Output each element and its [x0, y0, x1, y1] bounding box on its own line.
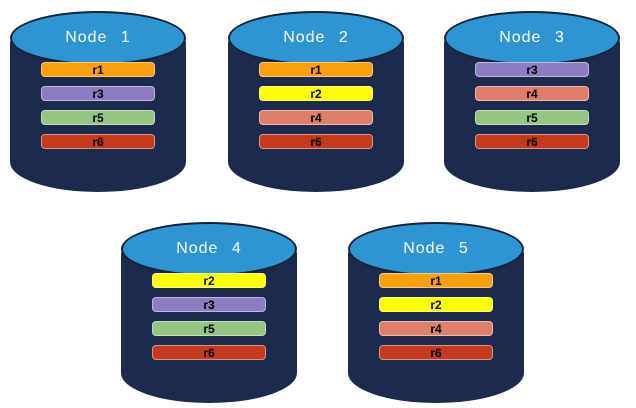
partition-bar-r6: r6	[152, 345, 266, 360]
node-title: Node 4	[176, 240, 242, 257]
node-title: Node 2	[283, 29, 349, 46]
node-top-cap: Node 3	[444, 11, 620, 65]
partition-bar-r1: r1	[41, 62, 155, 77]
partition-bar-r5: r5	[152, 321, 266, 336]
node-title: Node 3	[499, 29, 565, 46]
partition-bar-r4: r4	[259, 110, 373, 125]
partition-bar-r1: r1	[259, 62, 373, 77]
partition-bar-r2: r2	[152, 273, 266, 288]
partition-bar-r3: r3	[41, 86, 155, 101]
partition-bar-r5: r5	[41, 110, 155, 125]
node-top-cap: Node 1	[10, 11, 186, 65]
partition-bar-r6: r6	[475, 134, 589, 149]
partition-bar-r6: r6	[41, 134, 155, 149]
partition-bar-list: r1 r2 r4 r6	[259, 62, 373, 149]
partition-bar-r6: r6	[259, 134, 373, 149]
partition-bar-list: r1 r3 r5 r6	[41, 62, 155, 149]
partition-bar-r6: r6	[379, 345, 493, 360]
node-cylinder-2: Node 2 r1 r2 r4 r6	[228, 6, 404, 192]
partition-bar-r3: r3	[152, 297, 266, 312]
partition-bar-r4: r4	[475, 86, 589, 101]
partition-bar-list: r2 r3 r5 r6	[152, 273, 266, 360]
node-title: Node 1	[65, 29, 131, 46]
partition-bar-list: r1 r2 r4 r6	[379, 273, 493, 360]
partition-bar-r2: r2	[259, 86, 373, 101]
node-top-cap: Node 2	[228, 11, 404, 65]
node-cylinder-4: Node 4 r2 r3 r5 r6	[121, 217, 297, 403]
partition-bar-r3: r3	[475, 62, 589, 77]
node-cylinder-5: Node 5 r1 r2 r4 r6	[348, 217, 524, 403]
partition-bar-r4: r4	[379, 321, 493, 336]
node-cylinder-1: Node 1 r1 r3 r5 r6	[10, 6, 186, 192]
node-title: Node 5	[403, 240, 469, 257]
node-top-cap: Node 5	[348, 222, 524, 276]
partition-bar-list: r3 r4 r5 r6	[475, 62, 589, 149]
node-cylinder-3: Node 3 r3 r4 r5 r6	[444, 6, 620, 192]
partition-bar-r1: r1	[379, 273, 493, 288]
partition-bar-r2: r2	[379, 297, 493, 312]
partition-bar-r5: r5	[475, 110, 589, 125]
node-top-cap: Node 4	[121, 222, 297, 276]
